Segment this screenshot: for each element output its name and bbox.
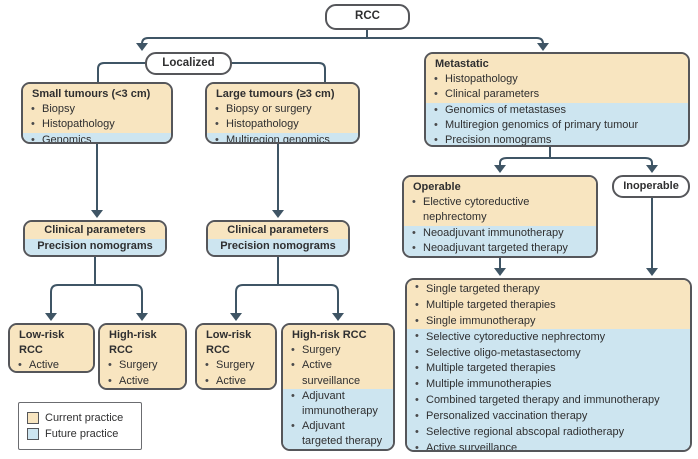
low-risk-title: Low-risk RCC: [10, 325, 93, 359]
connector-metastatic-split: [494, 147, 658, 173]
high-risk-title: High-risk RCC: [283, 325, 393, 344]
bullet-item: Active surveillance: [197, 373, 275, 388]
connector-params-large-split: [230, 257, 344, 321]
localized-node: Localized: [145, 52, 232, 75]
bullet-item: Biopsy: [23, 102, 171, 118]
bullet-item: Neoadjuvant immunotherapy: [404, 225, 596, 241]
bullet-item: Single immunotherapy: [407, 313, 690, 330]
bullet-item: Multiregion genomics: [207, 132, 358, 142]
bullet-item: Selective cytoreductive nephrectomy: [407, 329, 690, 346]
bullet-item: Histopathology: [23, 117, 171, 133]
bullet-item: Genomics of metastases: [426, 102, 688, 118]
large-tumours-items: Biopsy or surgeryHistopathologyMultiregi…: [207, 102, 358, 142]
bullet-item: Surgery: [283, 343, 393, 359]
bullet-item: Histopathology: [426, 72, 688, 88]
inoperable-node: Inoperable: [612, 175, 690, 198]
bullet-item: Active surveillance: [283, 358, 393, 389]
operable-box: Operable Elective cytoreductive nephrect…: [402, 175, 598, 258]
connector-to-treatments: [494, 198, 658, 276]
metastatic-box: Metastatic HistopathologyClinical parame…: [424, 52, 690, 147]
bullet-item: Multiregion genomics of primary tumour: [426, 117, 688, 133]
large-tumours-title: Large tumours (≥3 cm): [207, 84, 358, 103]
high-risk-small-box: High-risk RCC SurgeryActive surveillance: [98, 323, 187, 390]
precision-nomograms-row: Precision nomograms: [25, 238, 165, 255]
bullet-item: Surgery: [100, 358, 185, 374]
metastatic-treatments-box: Single targeted therapyMultiple targeted…: [405, 278, 692, 452]
clinical-params-large-box: Clinical parameters Precision nomograms: [206, 220, 350, 257]
bullet-item: Elective cytoreductive nephrectomy: [404, 195, 596, 226]
clinical-parameters-row: Clinical parameters: [208, 222, 348, 239]
low-risk-title: Low-risk RCC: [197, 325, 275, 359]
future-practice-swatch: [27, 428, 39, 440]
inoperable-label: Inoperable: [623, 179, 679, 192]
connector-rcc-split: [136, 30, 549, 51]
bullet-item: Active surveillance: [100, 373, 185, 388]
small-tumours-title: Small tumours (<3 cm): [23, 84, 171, 103]
rcc-label: RCC: [355, 10, 380, 23]
legend-label: Future practice: [45, 428, 119, 440]
bullet-item: Multiple immunotherapies: [407, 377, 690, 394]
metastatic-treatments-items: Single targeted therapyMultiple targeted…: [407, 280, 690, 450]
bullet-item: Multiple targeted therapies: [407, 297, 690, 314]
bullet-item: Personalized vaccination therapy: [407, 408, 690, 425]
high-risk-title: High-risk RCC: [100, 325, 185, 359]
legend-label: Current practice: [45, 412, 124, 424]
small-tumours-box: Small tumours (<3 cm) BiopsyHistopatholo…: [21, 82, 173, 144]
bullet-item: Selective regional abscopal radiotherapy: [407, 424, 690, 441]
low-risk-items: SurgeryActive surveillance: [197, 358, 275, 388]
high-risk-items: SurgeryActive surveillanceAdjuvant immun…: [283, 343, 393, 449]
high-risk-items: SurgeryActive surveillance: [100, 358, 185, 388]
connector-tumours-to-params: [91, 144, 284, 218]
legend-current-practice: Current practice: [27, 412, 133, 424]
low-risk-items: Active surveillance: [10, 358, 93, 371]
operable-items: Elective cytoreductive nephrectomyNeoadj…: [404, 195, 596, 256]
connector-localized-branches: [97, 62, 326, 82]
bullet-item: Histopathology: [207, 117, 358, 133]
current-practice-swatch: [27, 412, 39, 424]
low-risk-small-box: Low-risk RCC Active surveillance: [8, 323, 95, 373]
bullet-item: Clinical parameters: [426, 87, 688, 103]
operable-title: Operable: [404, 177, 596, 196]
localized-label: Localized: [162, 56, 215, 69]
connector-params-small-split: [45, 257, 148, 321]
precision-nomograms-row: Precision nomograms: [208, 238, 348, 255]
small-tumours-items: BiopsyHistopathologyGenomics: [23, 102, 171, 142]
large-tumours-box: Large tumours (≥3 cm) Biopsy or surgeryH…: [205, 82, 360, 144]
bullet-item: Selective oligo-metastasectomy: [407, 345, 690, 362]
clinical-parameters-row: Clinical parameters: [25, 222, 165, 239]
bullet-item: Adjuvant immunotherapy: [283, 388, 393, 420]
legend-future-practice: Future practice: [27, 428, 133, 440]
high-risk-large-box: High-risk RCC SurgeryActive surveillance…: [281, 323, 395, 451]
clinical-params-small-box: Clinical parameters Precision nomograms: [23, 220, 167, 257]
bullet-item: Active surveillance: [10, 358, 93, 371]
bullet-item: Adjuvant targeted therapy: [283, 419, 393, 449]
rcc-node: RCC: [325, 4, 410, 30]
metastatic-items: HistopathologyClinical parametersGenomic…: [426, 72, 688, 145]
bullet-item: Surgery: [197, 358, 275, 374]
bullet-item: Multiple targeted therapies: [407, 361, 690, 378]
metastatic-title: Metastatic: [426, 54, 688, 73]
legend: Current practice Future practice: [18, 402, 142, 450]
bullet-item: Biopsy or surgery: [207, 102, 358, 118]
bullet-item: Single targeted therapy: [407, 280, 690, 298]
bullet-item: Combined targeted therapy and immunother…: [407, 393, 690, 409]
bullet-item: Neoadjuvant targeted therapy: [404, 240, 596, 256]
bullet-item: Active surveillance: [407, 440, 690, 450]
low-risk-large-box: Low-risk RCC SurgeryActive surveillance: [195, 323, 277, 390]
bullet-item: Genomics: [23, 132, 171, 142]
bullet-item: Precision nomograms: [426, 133, 688, 145]
